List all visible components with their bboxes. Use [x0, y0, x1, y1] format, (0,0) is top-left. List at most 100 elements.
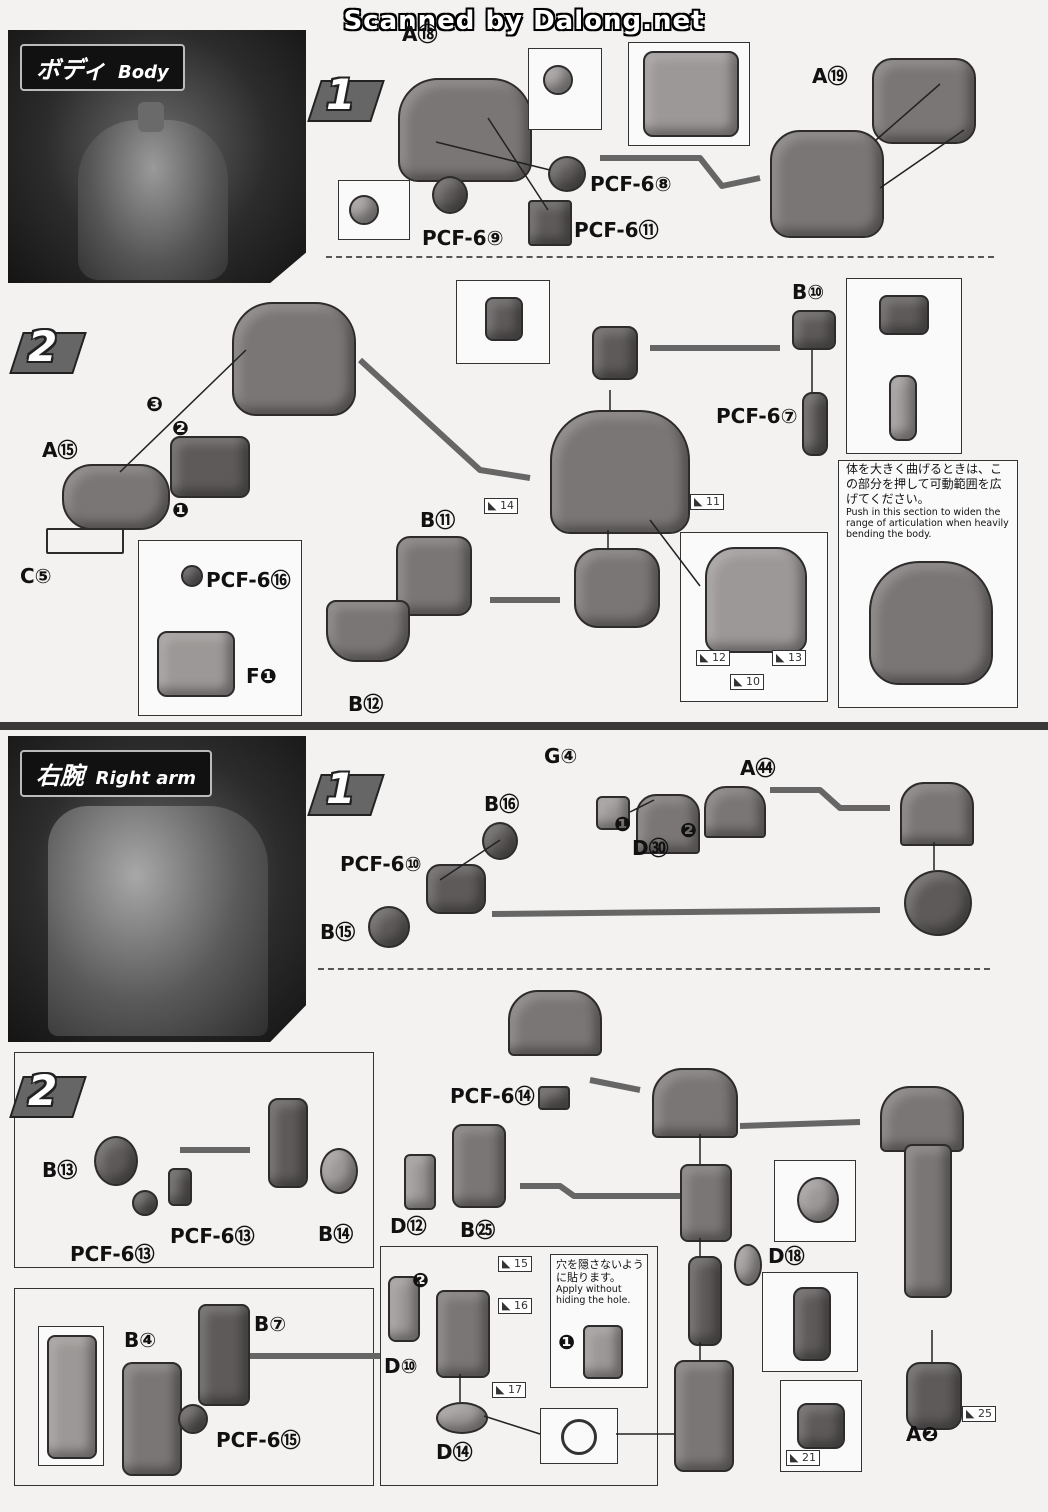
body-step1-badge: 1: [307, 70, 385, 122]
arm-figure-image: [48, 806, 268, 1036]
detail-frame-stickers-waist: [680, 532, 828, 702]
note-hole-en: Apply without hiding the hole.: [556, 1284, 631, 1306]
part-joint-b16: [482, 822, 518, 860]
detail-frame-elbow-cover: [774, 1160, 856, 1242]
part-waist-front-b12: [326, 600, 410, 662]
label-d10: D⑩: [384, 1354, 418, 1378]
part-forearm-assembled: [674, 1360, 734, 1472]
body-tag-en: Body: [118, 62, 169, 83]
part-shoulder-g4: [596, 796, 630, 830]
label-pcf6-10: PCF-6⑩: [340, 852, 422, 876]
note-frame-body-articulation: [838, 460, 1018, 708]
label-c5: C⑤: [20, 564, 52, 588]
part-joint-pcf6-10: [426, 864, 486, 914]
label-pcf6-11: PCF-6⑪: [574, 218, 659, 242]
label-arm1-order1: ❶: [614, 812, 631, 836]
note-hole-jp: 穴を隠さないように貼ります。: [556, 1258, 644, 1284]
part-ring-d14: [436, 1402, 488, 1434]
label-g4: G④: [544, 744, 578, 768]
arm-step1-number: 1: [326, 764, 356, 813]
label-b10: B⑩: [792, 280, 825, 304]
label-order1: ❶: [172, 498, 189, 522]
label-order2: ❷: [172, 416, 189, 440]
detail-frame-neck-assembly: [846, 278, 962, 454]
part-elbow-mid-assembly: [688, 1256, 722, 1346]
detail-frame-joint-top: [528, 48, 602, 130]
part-elbow-cover-d18: [734, 1244, 762, 1286]
arm-tag-jp: 右腕: [36, 762, 84, 790]
arm-step2-badge: 2: [9, 1066, 87, 1118]
part-abdomen-joint: [170, 436, 250, 498]
part-shoulder-joint-assembled: [904, 870, 972, 936]
arrow-body-torso: [357, 357, 531, 481]
part-elbow-assembled: [268, 1098, 308, 1188]
body-step2-number: 2: [28, 322, 58, 371]
scan-credit: Scanned by Dalong.net: [343, 6, 705, 36]
note-sticker-hole: 穴を隠さないように貼ります。 Apply without hiding the …: [556, 1258, 644, 1306]
sticker-21: 21: [786, 1450, 820, 1466]
part-neck-joint-pcf6-9: [432, 176, 468, 214]
label-b16: B⑯: [484, 792, 520, 816]
label-a44: A㊹: [740, 756, 776, 780]
label-b13: B⑬: [42, 1158, 78, 1182]
sticker-11: 11: [690, 494, 724, 510]
label-b11: B⑪: [420, 508, 456, 532]
arm-section-tag: 右腕 Right arm: [20, 750, 213, 797]
label-pcf6-8: PCF-6⑧: [590, 172, 672, 196]
label-order3: ❸: [146, 392, 163, 416]
label-arm2-order2: ❷: [412, 1268, 429, 1292]
part-chest-upper: [232, 302, 356, 416]
arm-step1-badge: 1: [307, 764, 385, 816]
label-f1: F❶: [246, 664, 277, 688]
detail-frame-elbow-joint: [762, 1272, 858, 1372]
note-frame-sticker-hole: [550, 1254, 648, 1388]
arrow-arm-shoulder: [770, 787, 890, 811]
part-torso-back-a19: [872, 58, 976, 144]
label-arm2-order1: ❶: [558, 1330, 575, 1354]
note-body-en: Push in this section to widen the range …: [846, 507, 1009, 540]
label-d30: D㉚: [632, 836, 669, 860]
part-forearm-b7: [198, 1304, 250, 1406]
label-pcf6-13b: PCF-6⑬: [170, 1224, 255, 1248]
arm-step-divider: [318, 968, 990, 970]
label-a19: A⑲: [812, 64, 848, 88]
part-ball-pcf6-7: [802, 392, 828, 456]
part-upper-arm-assembled-mid: [680, 1164, 732, 1242]
arrow-body-step1: [600, 155, 761, 189]
label-d12: D⑫: [390, 1214, 427, 1238]
arrow-arm-complete: [739, 1119, 861, 1129]
body-figure-image: [78, 120, 228, 280]
part-ball-b15: [368, 906, 410, 948]
sticker-15: 15: [498, 1256, 532, 1272]
arm-step2-frame-upper: [14, 1052, 374, 1268]
body-section-tag: ボディ Body: [20, 44, 185, 91]
note-body-jp: 体を大きく曲げるときは、この部分を押して可動範囲を広げてください。: [846, 462, 1003, 506]
detail-frame-ring: [540, 1408, 618, 1464]
part-torso-back-shell: [398, 78, 532, 182]
body-step1-number: 1: [326, 70, 356, 119]
part-neck-assembled: [592, 326, 638, 380]
part-torso-assembled-step2: [550, 410, 690, 534]
label-pcf6-7: PCF-6⑦: [716, 404, 798, 428]
sticker-12: 12: [696, 650, 730, 666]
part-arm-complete-body: [904, 1144, 952, 1298]
label-pcf6-14: PCF-6⑭: [450, 1084, 535, 1108]
label-a15: A⑮: [42, 438, 78, 462]
sticker-10: 10: [730, 674, 764, 690]
part-elbow-cover-b14: [320, 1148, 358, 1194]
part-torso-assembled-step1: [770, 130, 884, 238]
part-waist-assembled: [574, 548, 660, 628]
part-neck-joint-pcf6-8: [548, 156, 586, 192]
part-armor-d10: [388, 1276, 420, 1342]
part-forearm-d-assembly: [436, 1290, 490, 1378]
label-d18: D⑱: [768, 1244, 805, 1268]
body-figure-head: [138, 102, 164, 132]
label-d14: D⑭: [436, 1440, 473, 1464]
part-ball-pcf6-15: [178, 1404, 208, 1434]
detail-frame-torso-inside: [628, 42, 750, 146]
label-b15: B⑮: [320, 920, 356, 944]
part-peg-pcf6-11: [528, 200, 572, 246]
detail-frame-neck: [456, 280, 550, 364]
body-step2-badge: 2: [9, 322, 87, 374]
